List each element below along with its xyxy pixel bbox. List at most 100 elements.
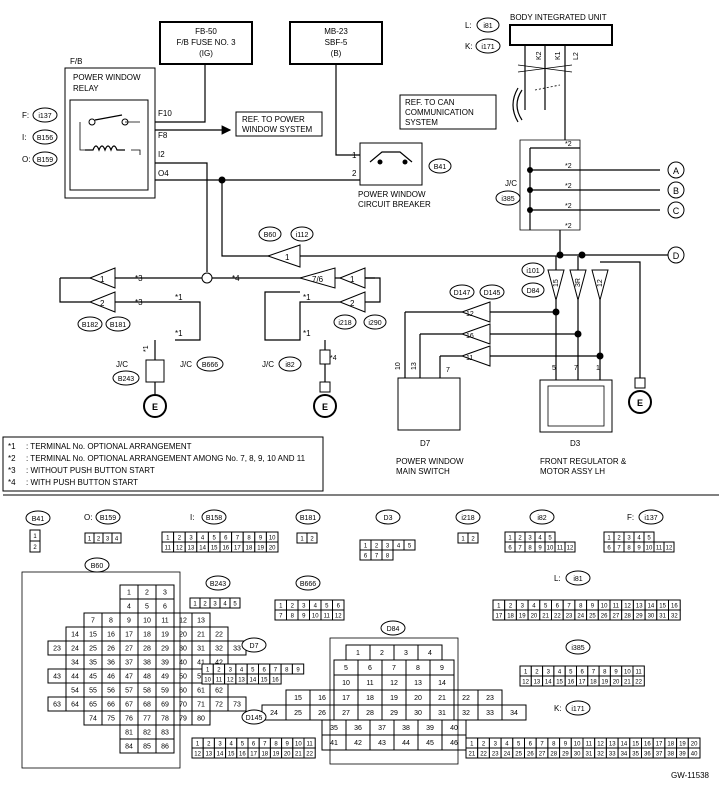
pin-number: 27 bbox=[125, 646, 133, 653]
connector-i82-badge bbox=[529, 509, 555, 525]
pin-number: 9 bbox=[637, 546, 641, 552]
jc-i385-pin-4: *2 bbox=[565, 203, 572, 210]
connector-b159-badge bbox=[95, 509, 121, 525]
pin-number: 18 bbox=[667, 742, 674, 748]
biu-conn-l-badge bbox=[476, 17, 500, 33]
connector-d7-id: D7 bbox=[250, 643, 259, 650]
connector-i137-badge bbox=[638, 509, 664, 525]
pin-number: 22 bbox=[215, 632, 223, 639]
pin-number: 22 bbox=[480, 752, 487, 758]
pin-cell bbox=[687, 747, 701, 759]
pin-number: 5 bbox=[408, 544, 412, 550]
pin-number: 19 bbox=[679, 742, 686, 748]
pin-number: 1 bbox=[470, 742, 474, 748]
jc-b666-id: B666 bbox=[202, 362, 218, 369]
sw-pin-11: 11 bbox=[466, 355, 473, 362]
pin-number: 5 bbox=[241, 742, 245, 748]
pin-number: 4 bbox=[223, 602, 227, 608]
pin-number: 8 bbox=[386, 554, 390, 560]
pin-number: 10 bbox=[646, 546, 653, 552]
lc-star4: *4 bbox=[232, 274, 240, 283]
relay-conn-f-badge bbox=[32, 107, 58, 123]
pin-number: 70 bbox=[179, 702, 187, 709]
breaker-pin-1: 1 bbox=[352, 151, 357, 160]
pin-cell bbox=[29, 540, 41, 553]
pin-number: 1 bbox=[33, 534, 37, 540]
connector-i137-id: i137 bbox=[644, 515, 657, 522]
jc-i385: J/C i385 *2 *2 *2 *2 *2 A B C D bbox=[495, 139, 685, 264]
lc-i290-badge bbox=[363, 314, 387, 330]
pin-number: 1 bbox=[300, 537, 304, 543]
pin-number: 44 bbox=[71, 674, 79, 681]
pin-number: 21 bbox=[542, 614, 549, 620]
breaker-label-line2: CIRCUIT BREAKER bbox=[358, 200, 431, 209]
pin-number: 3 bbox=[528, 536, 532, 542]
breaker-id: B41 bbox=[434, 164, 447, 171]
pin-number: 9 bbox=[127, 618, 131, 625]
pin-number: 10 bbox=[624, 670, 631, 676]
pin-number: 11 bbox=[366, 680, 373, 687]
pin-number: 18 bbox=[246, 546, 253, 552]
sw-d145-badge bbox=[479, 284, 505, 300]
jc-i385-pin-2: *2 bbox=[565, 163, 572, 170]
pin-number: 43 bbox=[53, 674, 61, 681]
pin-number: 21 bbox=[295, 752, 302, 758]
pin-number: 9 bbox=[302, 614, 306, 620]
pin-number: 55 bbox=[89, 688, 97, 695]
motor-label-line1: FRONT REGULATOR & bbox=[540, 457, 627, 466]
pin-number: 2 bbox=[310, 537, 314, 543]
pin-number: 14 bbox=[545, 680, 552, 686]
pin-number: 30 bbox=[179, 646, 187, 653]
jc-i82-id: i82 bbox=[285, 362, 294, 369]
pin-number: 4 bbox=[127, 604, 131, 611]
connector-b666-id: B666 bbox=[300, 581, 316, 588]
pin-number: 2 bbox=[617, 536, 621, 542]
pin-number: 3 bbox=[189, 536, 193, 542]
pin-number: 28 bbox=[143, 646, 151, 653]
pin-number: 3 bbox=[627, 536, 631, 542]
lc-t1: 1 bbox=[285, 253, 290, 262]
pin-number: 26 bbox=[107, 646, 115, 653]
pin-cell bbox=[332, 609, 345, 621]
lc-b182: B182 bbox=[82, 322, 98, 329]
connector-i81-id: i81 bbox=[573, 576, 582, 583]
pin-number: 13 bbox=[197, 618, 205, 625]
pin-number: 34 bbox=[71, 660, 79, 667]
pin-number: 27 bbox=[613, 614, 620, 620]
pin-number: 23 bbox=[566, 614, 573, 620]
pin-number: 23 bbox=[53, 646, 61, 653]
pin-number: 32 bbox=[462, 710, 470, 717]
pin-number: 11 bbox=[613, 604, 620, 610]
pin-number: 54 bbox=[71, 688, 79, 695]
power-window-relay: F/B POWER WINDOW RELAY F: i137 I: B156 O… bbox=[22, 57, 172, 199]
jc-b666-label: J/C bbox=[180, 360, 192, 369]
pin-cell bbox=[564, 541, 576, 553]
pin-number: 8 bbox=[247, 536, 251, 542]
pin-number: 14 bbox=[71, 632, 79, 639]
pin-cell bbox=[269, 673, 282, 685]
pin-number: 58 bbox=[143, 688, 151, 695]
connector-i385-badge bbox=[565, 639, 591, 655]
pin-number: 17 bbox=[250, 752, 257, 758]
pin-number: 4 bbox=[558, 670, 562, 676]
pin-number: 6 bbox=[252, 742, 256, 748]
pin-number: 13 bbox=[414, 680, 422, 687]
pin-number: 26 bbox=[601, 614, 608, 620]
lc-b181-badge bbox=[105, 316, 131, 332]
pin-number: 11 bbox=[586, 742, 593, 748]
connector-b158-badge bbox=[201, 509, 227, 525]
jc-i82-group: J/C i82 *4 E bbox=[262, 340, 337, 418]
pin-number: 4 bbox=[240, 668, 244, 674]
breaker-pin-2: 2 bbox=[352, 169, 357, 178]
pin-number: 32 bbox=[671, 614, 678, 620]
connector-i218-id: i218 bbox=[461, 515, 474, 522]
sw-wire-13: 13 bbox=[411, 362, 418, 370]
relay-title-line2: RELAY bbox=[73, 84, 99, 93]
pin-number: 75 bbox=[107, 716, 115, 723]
pin-number: 2 bbox=[535, 670, 539, 676]
pin-number: 6 bbox=[364, 554, 368, 560]
sw-label-line2: MAIN SWITCH bbox=[396, 467, 450, 476]
